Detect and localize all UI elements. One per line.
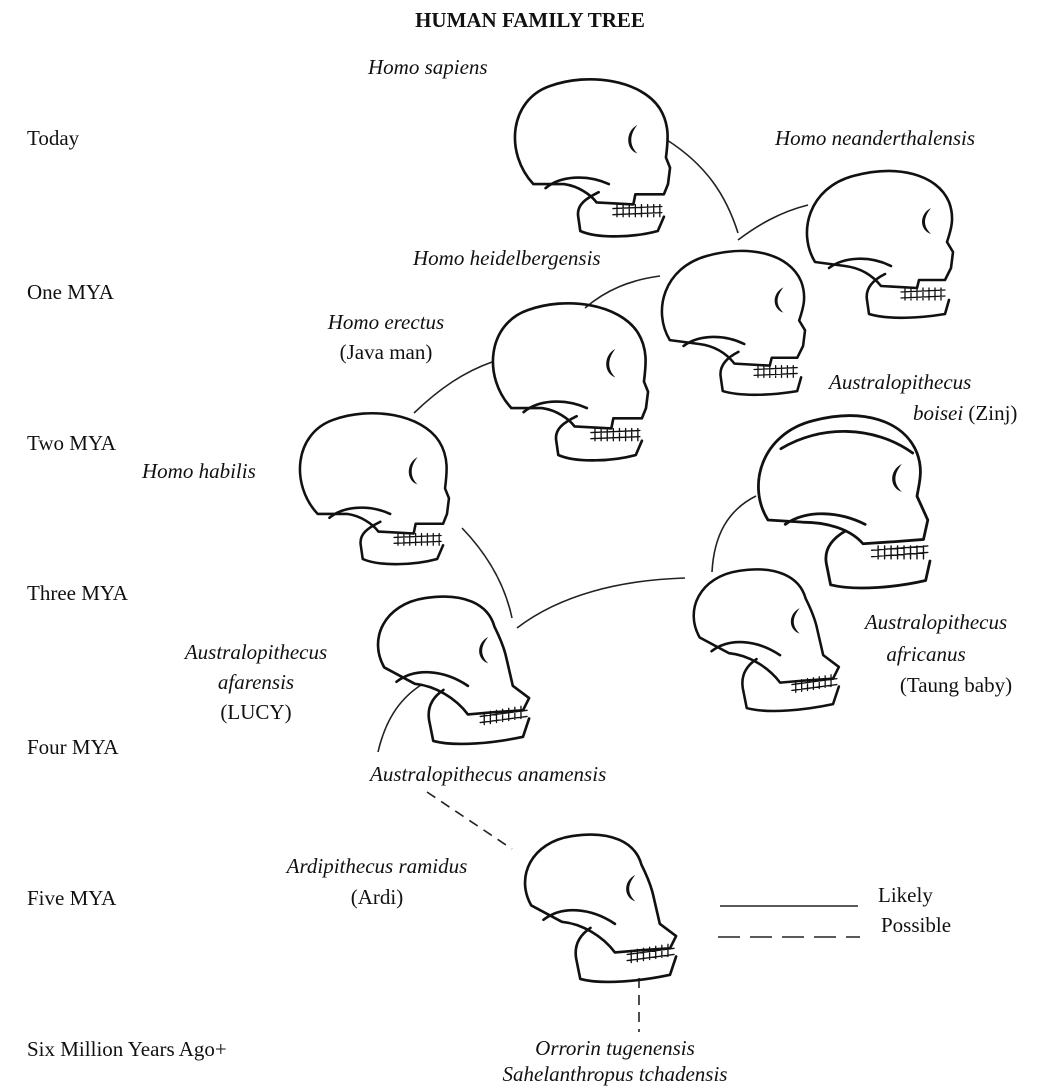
timeline-three-mya: Three MYA — [27, 581, 128, 605]
label-homo-erectus: Homo erectus — [327, 310, 445, 334]
label-ardi: (Ardi) — [350, 885, 404, 909]
label-australopithecus-africanus-species: africanus — [886, 642, 966, 666]
skull-australopithecus-africanus-icon — [692, 568, 841, 713]
link-anamensis-afarensis — [377, 684, 422, 753]
timeline-two-mya: Two MYA — [27, 431, 116, 455]
link-heidelbergensis-neanderthalensis — [737, 204, 809, 241]
legend-likely-label: Likely — [878, 883, 933, 907]
link-habilis-erectus — [413, 361, 493, 414]
legend-possible-label: Possible — [881, 913, 952, 937]
skull-australopithecus-afarensis-icon — [376, 595, 531, 746]
label-orrorin-tugenensis: Orrorin tugenensis — [535, 1036, 695, 1060]
label-australopithecus-africanus-genus: Australopithecus — [864, 610, 1008, 634]
link-anamensis-ramidus-dashed — [426, 791, 513, 850]
skull-australopithecus-boisei-icon — [757, 414, 932, 590]
skull-homo-neanderthalensis-icon — [805, 169, 955, 320]
label-australopithecus-afarensis-genus: Australopithecus — [184, 640, 328, 664]
timeline-today: Today — [27, 126, 80, 150]
diagram-title: HUMAN FAMILY TREE — [415, 8, 645, 32]
timeline-four-mya: Four MYA — [27, 735, 119, 759]
label-homo-heidelbergensis: Homo heidelbergensis — [413, 246, 601, 270]
label-homo-sapiens: Homo sapiens — [368, 55, 488, 79]
label-australopithecus-afarensis-species: afarensis — [217, 670, 295, 694]
link-afarensis-africanus — [516, 577, 686, 629]
timeline-five-mya: Five MYA — [27, 886, 117, 910]
skull-homo-habilis-icon — [298, 411, 451, 566]
link-erectus-heidelbergensis — [584, 275, 661, 309]
link-heidelbergensis-sapiens — [666, 139, 739, 234]
label-boisei: boisei — [913, 401, 964, 425]
label-ardipithecus-ramidus: Ardipithecus ramidus — [286, 854, 468, 878]
label-zinj: (Zinj) — [963, 401, 1018, 425]
label-australopithecus-boisei-genus: Australopithecus — [829, 370, 972, 394]
label-java-man: (Java man) — [339, 340, 433, 364]
link-afarensis-habilis — [461, 527, 513, 619]
label-sahelanthropus-tchadensis: Sahelanthropus tchadensis — [502, 1062, 728, 1086]
link-africanus-boisei — [711, 495, 757, 573]
label-australopithecus-boisei-species: boisei (Zinj) — [913, 401, 1017, 426]
skull-homo-heidelbergensis-icon — [660, 249, 807, 397]
timeline-six-mya: Six Million Years Ago+ — [27, 1037, 227, 1061]
skull-homo-sapiens-icon — [513, 77, 672, 238]
label-lucy: (LUCY) — [220, 700, 292, 724]
label-australopithecus-anamensis: Australopithecus anamensis — [370, 762, 607, 786]
skull-homo-erectus-icon — [491, 301, 650, 462]
label-homo-neanderthalensis: Homo neanderthalensis — [775, 126, 976, 150]
skull-ardipithecus-ramidus-icon — [523, 833, 678, 984]
label-homo-habilis: Homo habilis — [142, 459, 256, 483]
label-taung-baby: (Taung baby) — [899, 673, 1013, 697]
timeline-one-mya: One MYA — [27, 280, 114, 304]
